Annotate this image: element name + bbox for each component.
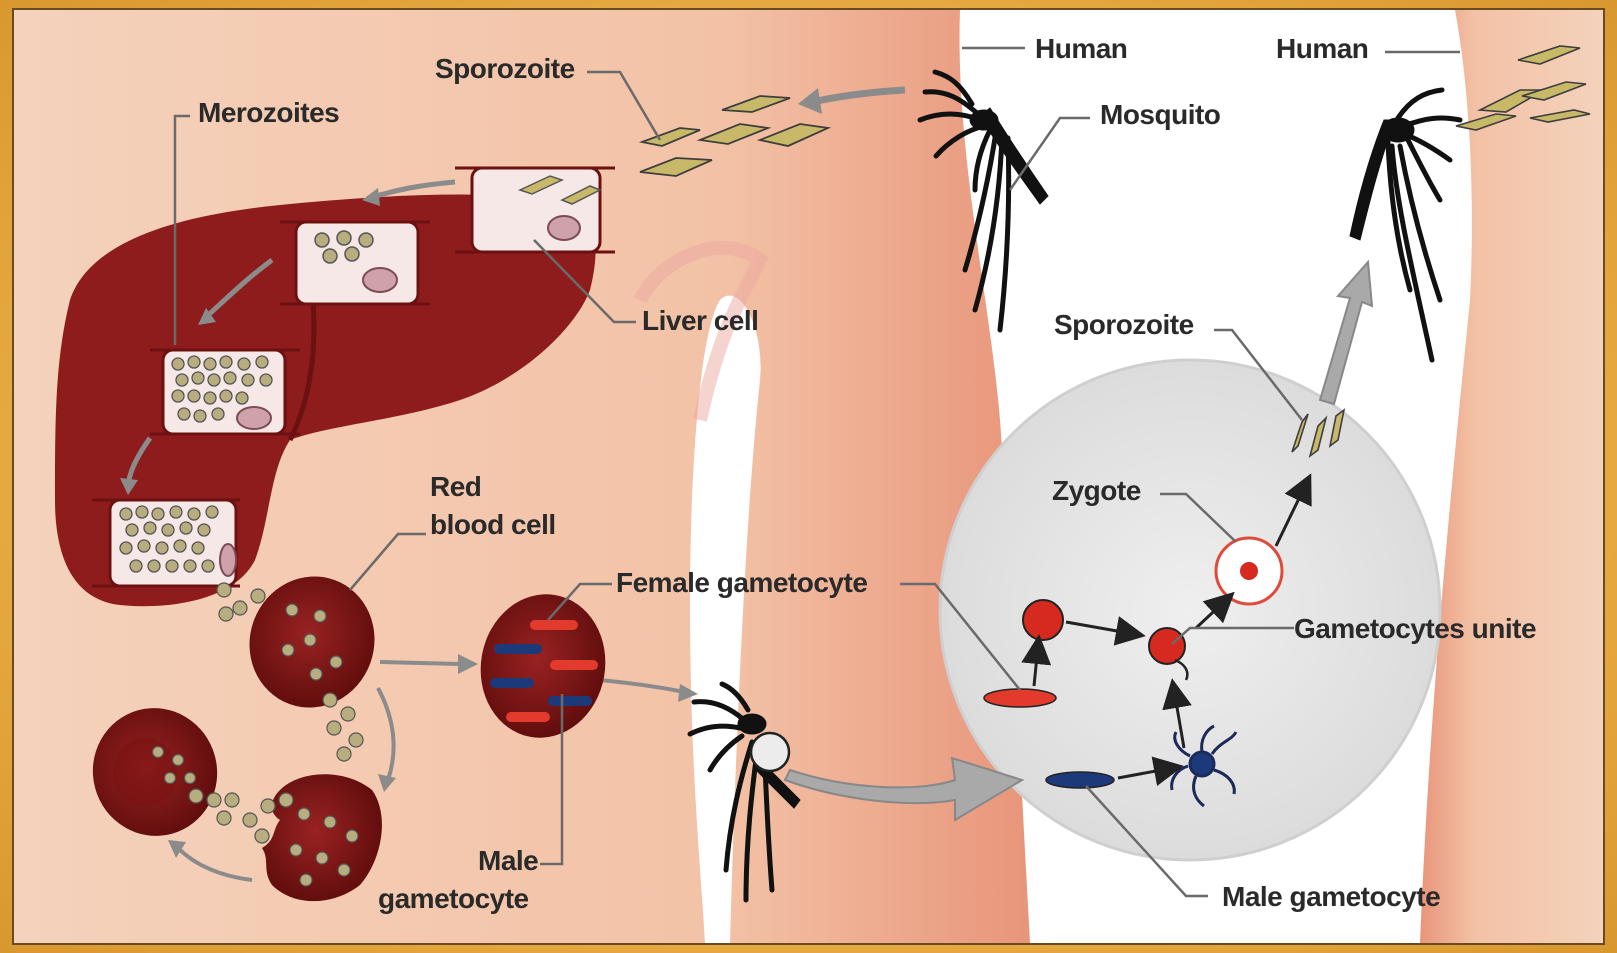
- label-male-gametocyte-left-1: Male: [478, 845, 538, 876]
- label-gametocytes-unite: Gametocytes unite: [1294, 613, 1536, 644]
- liver-cell-3: [150, 350, 300, 434]
- label-zygote: Zygote: [1052, 475, 1141, 506]
- human-body-right: [1420, 10, 1603, 943]
- label-human-left: Human: [1035, 33, 1127, 64]
- label-sporozoite-top: Sporozoite: [435, 53, 575, 84]
- liver-cell-2: [280, 222, 430, 304]
- label-mosquito: Mosquito: [1100, 99, 1221, 130]
- label-red-blood-cell-2: blood cell: [430, 509, 556, 540]
- female-gametocyte-in-circle: [984, 689, 1056, 707]
- label-male-gametocyte-left-2: gametocyte: [378, 883, 529, 914]
- label-merozoites: Merozoites: [198, 97, 339, 128]
- label-sporozoite-right: Sporozoite: [1054, 309, 1194, 340]
- label-male-gametocyte-right: Male gametocyte: [1222, 881, 1440, 912]
- label-female-gametocyte: Female gametocyte: [616, 567, 867, 598]
- male-gametocyte-in-circle: [1046, 772, 1114, 788]
- zygote: [1216, 538, 1282, 604]
- liver-cell-4: [92, 500, 240, 586]
- female-gamete: [1023, 600, 1063, 640]
- label-red-blood-cell-1: Red: [430, 471, 481, 502]
- label-human-right: Human: [1276, 33, 1368, 64]
- up-arrow-to-mosquito: [1320, 262, 1372, 404]
- label-liver-cell: Liver cell: [642, 305, 758, 336]
